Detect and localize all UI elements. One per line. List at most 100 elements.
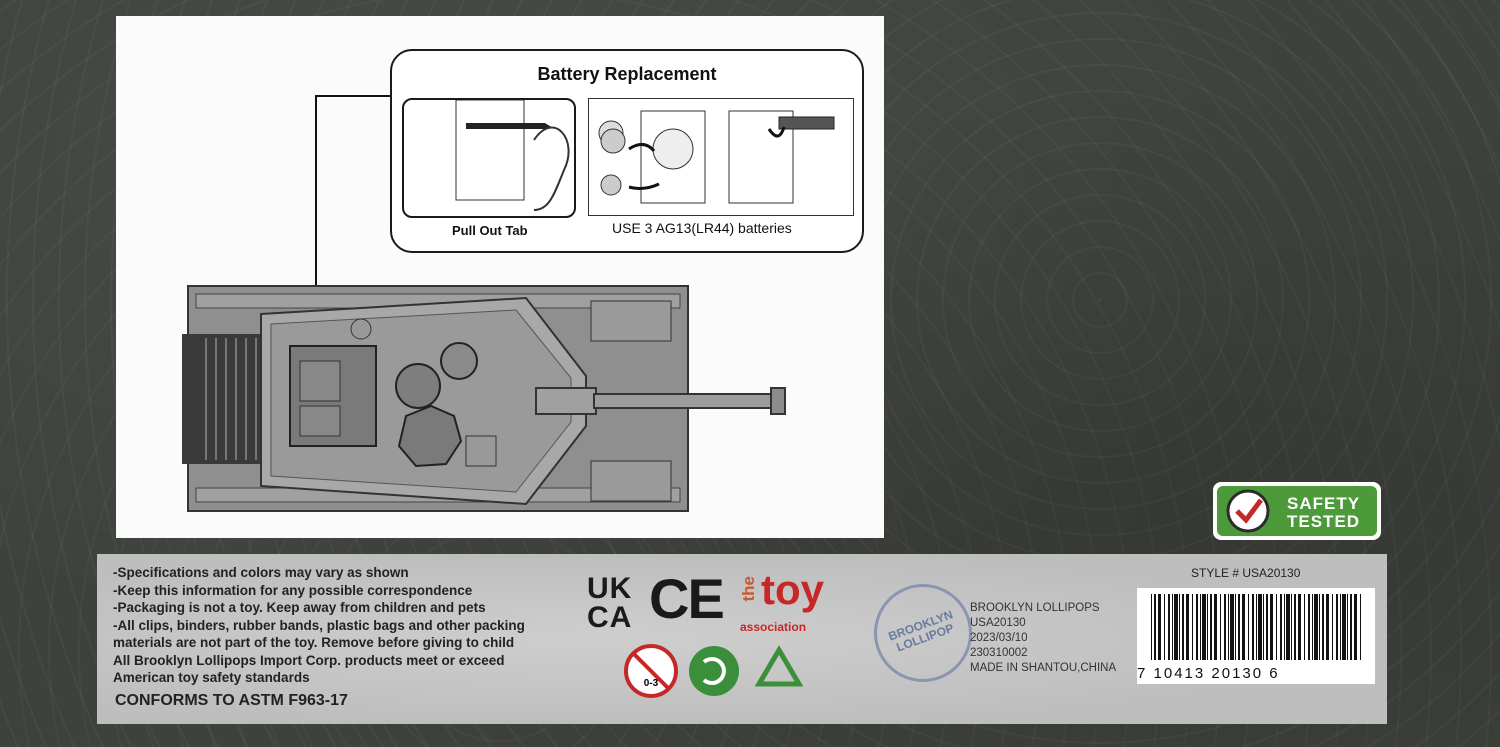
brooklyn-lollipop-logo: BROOKLYN LOLLIPOP xyxy=(874,584,972,682)
barcode-bar xyxy=(1154,594,1156,660)
brand-text: BROOKLYN LOLLIPOP xyxy=(875,604,970,660)
warning-line: -Keep this information for any possible … xyxy=(113,582,473,598)
barcode-bar xyxy=(1242,594,1245,660)
recycle-icon xyxy=(754,645,804,687)
barcode-bar xyxy=(1326,594,1329,660)
barcode-bar xyxy=(1179,594,1180,660)
safety-tested-badge: SAFETY TESTED xyxy=(1213,482,1381,540)
barcode-bar xyxy=(1284,594,1285,660)
barcode-bar xyxy=(1314,594,1318,660)
barcode-bar xyxy=(1298,594,1301,660)
pull-tab-illustration xyxy=(402,98,576,218)
barcode-bar xyxy=(1308,594,1310,660)
battery-install-icon xyxy=(598,110,835,204)
barcode-bar xyxy=(1280,594,1282,660)
barcode-bar xyxy=(1196,594,1198,660)
pull-tab-icon xyxy=(455,99,570,211)
battery-caption: USE 3 AG13(LR44) batteries xyxy=(612,220,792,236)
safety-text: SAFETY TESTED xyxy=(1287,495,1360,531)
barcode-bar xyxy=(1174,594,1178,660)
barcode-bar xyxy=(1192,594,1193,660)
info-line: MADE IN SHANTOU,CHINA xyxy=(970,662,1117,674)
barcode-bar xyxy=(1220,594,1221,660)
tank-illustration xyxy=(182,95,786,512)
barcode-bar xyxy=(1332,594,1333,660)
barcode-bar xyxy=(1224,594,1226,660)
barcode-bar xyxy=(1266,594,1268,660)
toy-association-label: association xyxy=(740,620,807,634)
barcode-bar xyxy=(1258,594,1262,660)
safety-badge-fill: SAFETY TESTED xyxy=(1217,486,1377,536)
age-warning-icon: 0-3 xyxy=(624,644,678,698)
style-number: STYLE # USA20130 xyxy=(1191,566,1301,580)
barcode-bar xyxy=(1182,594,1184,660)
battery-install-illustration xyxy=(588,98,854,216)
barcode-digits: 7 10413 20130 6 xyxy=(1137,665,1280,682)
instruction-panel: Battery Replacement Pull Out Ta xyxy=(116,16,884,538)
warning-line: -All clips, binders, rubber bands, plast… xyxy=(113,617,525,633)
barcode: 7 10413 20130 6 xyxy=(1137,588,1375,684)
barcode-bar xyxy=(1202,594,1206,660)
barcode-bars xyxy=(1151,594,1361,660)
barcode-bar xyxy=(1350,594,1352,660)
barcode-bar xyxy=(1291,594,1292,660)
barcode-bar xyxy=(1312,594,1313,660)
info-line: BROOKLYN LOLLIPOPS xyxy=(970,602,1100,614)
toy-association-word: toy xyxy=(761,566,824,613)
barcode-bar xyxy=(1214,594,1217,660)
barcode-bar xyxy=(1270,594,1273,660)
ukca-line2: CA xyxy=(587,601,633,634)
callout-title: Battery Replacement xyxy=(537,64,717,84)
barcode-bar xyxy=(1230,594,1234,660)
green-dot-icon xyxy=(689,646,739,696)
age-warning-text: 0-3 xyxy=(644,678,659,689)
warning-line: American toy safety standards xyxy=(113,670,310,685)
barcode-bar xyxy=(1347,594,1348,660)
barcode-bar xyxy=(1172,594,1173,660)
ukca-logo: UK CA xyxy=(587,572,633,634)
barcode-bar xyxy=(1158,594,1161,660)
barcode-bar xyxy=(1304,594,1305,660)
ce-logo: CE xyxy=(649,567,725,630)
barcode-bar xyxy=(1164,594,1165,660)
warning-line: materials are not part of the toy. Remov… xyxy=(113,635,515,650)
safety-line2: TESTED xyxy=(1287,512,1361,531)
barcode-bar xyxy=(1336,594,1338,660)
label-strip: -Specifications and colors may vary as s… xyxy=(97,554,1387,724)
pull-tab-caption: Pull Out Tab xyxy=(452,223,528,238)
barcode-bar xyxy=(1360,594,1361,660)
warnings-list: -Specifications and colors may vary as s… xyxy=(113,564,525,687)
product-info: BROOKLYN LOLLIPOPS USA20130 2023/03/10 2… xyxy=(970,601,1116,676)
barcode-bar xyxy=(1238,594,1240,660)
barcode-bar xyxy=(1151,594,1152,660)
barcode-bar xyxy=(1286,594,1290,660)
barcode-bar xyxy=(1354,594,1357,660)
barcode-bar xyxy=(1342,594,1346,660)
barcode-bar xyxy=(1235,594,1236,660)
toy-association-the: the xyxy=(739,576,758,602)
barcode-bar xyxy=(1168,594,1170,660)
barcode-bar xyxy=(1319,594,1320,660)
info-line: 2023/03/10 xyxy=(970,632,1028,644)
safety-line1: SAFETY xyxy=(1287,494,1361,513)
barcode-bar xyxy=(1340,594,1341,660)
check-icon xyxy=(1226,489,1270,533)
warning-line: -Packaging is not a toy. Keep away from … xyxy=(113,600,486,615)
barcode-bar xyxy=(1276,594,1277,660)
barcode-bar xyxy=(1294,594,1296,660)
info-line: USA20130 xyxy=(970,617,1026,629)
barcode-bar xyxy=(1322,594,1324,660)
barcode-bar xyxy=(1248,594,1249,660)
barcode-bar xyxy=(1207,594,1208,660)
barcode-bar xyxy=(1210,594,1212,660)
battery-callout: Battery Replacement Pull Out Ta xyxy=(390,49,864,253)
barcode-bar xyxy=(1200,594,1201,660)
info-line: 230310002 xyxy=(970,647,1028,659)
symbol-icons: 0-3 xyxy=(624,644,804,705)
barcode-bar xyxy=(1228,594,1229,660)
astm-conformance: CONFORMS TO ASTM F963-17 xyxy=(115,692,348,709)
barcode-bar xyxy=(1252,594,1254,660)
warning-line: All Brooklyn Lollipops Import Corp. prod… xyxy=(113,652,505,668)
ukca-line1: UK xyxy=(587,572,633,605)
barcode-bar xyxy=(1263,594,1264,660)
